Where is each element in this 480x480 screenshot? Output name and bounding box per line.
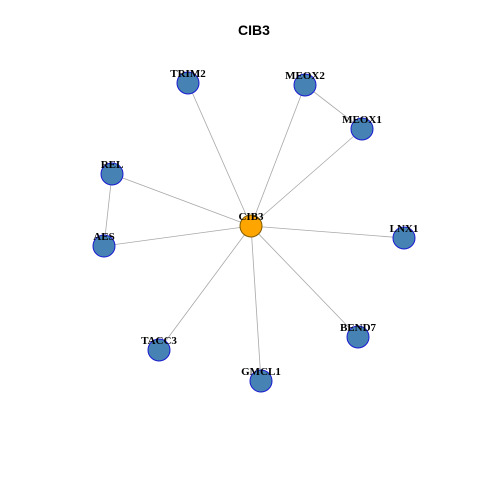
node-bend7[interactable]: BEND7	[340, 322, 377, 349]
node-circle-bend7[interactable]	[346, 325, 370, 349]
node-rel[interactable]: REL	[100, 159, 124, 186]
node-label-gmcl1: GMCL1	[241, 366, 281, 378]
edge-cib3-meox2	[250, 84, 306, 227]
edge-cib3-trim2	[187, 82, 252, 227]
node-meox2[interactable]: MEOX2	[285, 70, 325, 97]
edge-cib3-gmcl1	[250, 225, 262, 382]
node-label-meox2: MEOX2	[285, 70, 325, 82]
node-label-bend7: BEND7	[340, 322, 377, 334]
node-circle-meox1[interactable]	[350, 117, 374, 141]
node-label-tacc3: TACC3	[141, 335, 177, 347]
node-lnx1[interactable]: LNX1	[390, 223, 419, 250]
node-circle-rel[interactable]	[100, 162, 124, 186]
node-gmcl1[interactable]: GMCL1	[241, 366, 281, 393]
node-aes[interactable]: AES	[92, 231, 116, 258]
node-label-meox1: MEOX1	[342, 114, 382, 126]
edge-cib3-bend7	[250, 225, 359, 338]
edge-cib3-meox1	[250, 128, 363, 227]
edge-cib3-rel	[111, 173, 252, 227]
edge-layer	[103, 82, 405, 382]
node-circle-cib3[interactable]	[239, 214, 263, 238]
edge-rel-aes	[103, 173, 113, 247]
node-label-cib3: CIB3	[238, 211, 264, 223]
node-label-lnx1: LNX1	[390, 223, 419, 235]
node-meox1[interactable]: MEOX1	[342, 114, 382, 141]
node-tacc3[interactable]: TACC3	[141, 335, 177, 362]
edge-cib3-tacc3	[158, 225, 252, 351]
node-label-aes: AES	[93, 231, 114, 243]
node-label-trim2: TRIM2	[170, 68, 206, 80]
node-circle-trim2[interactable]	[176, 71, 200, 95]
node-circle-aes[interactable]	[92, 234, 116, 258]
edge-cib3-aes	[103, 225, 252, 247]
node-label-rel: REL	[101, 159, 124, 171]
node-circle-tacc3[interactable]	[147, 338, 171, 362]
edge-cib3-lnx1	[250, 225, 405, 239]
node-cib3[interactable]: CIB3	[238, 211, 264, 238]
node-circle-gmcl1[interactable]	[249, 369, 273, 393]
edge-meox2-meox1	[304, 84, 363, 130]
node-trim2[interactable]: TRIM2	[170, 68, 206, 95]
graph-title: CIB3	[238, 22, 270, 38]
node-circle-meox2[interactable]	[293, 73, 317, 97]
node-circle-lnx1[interactable]	[392, 226, 416, 250]
